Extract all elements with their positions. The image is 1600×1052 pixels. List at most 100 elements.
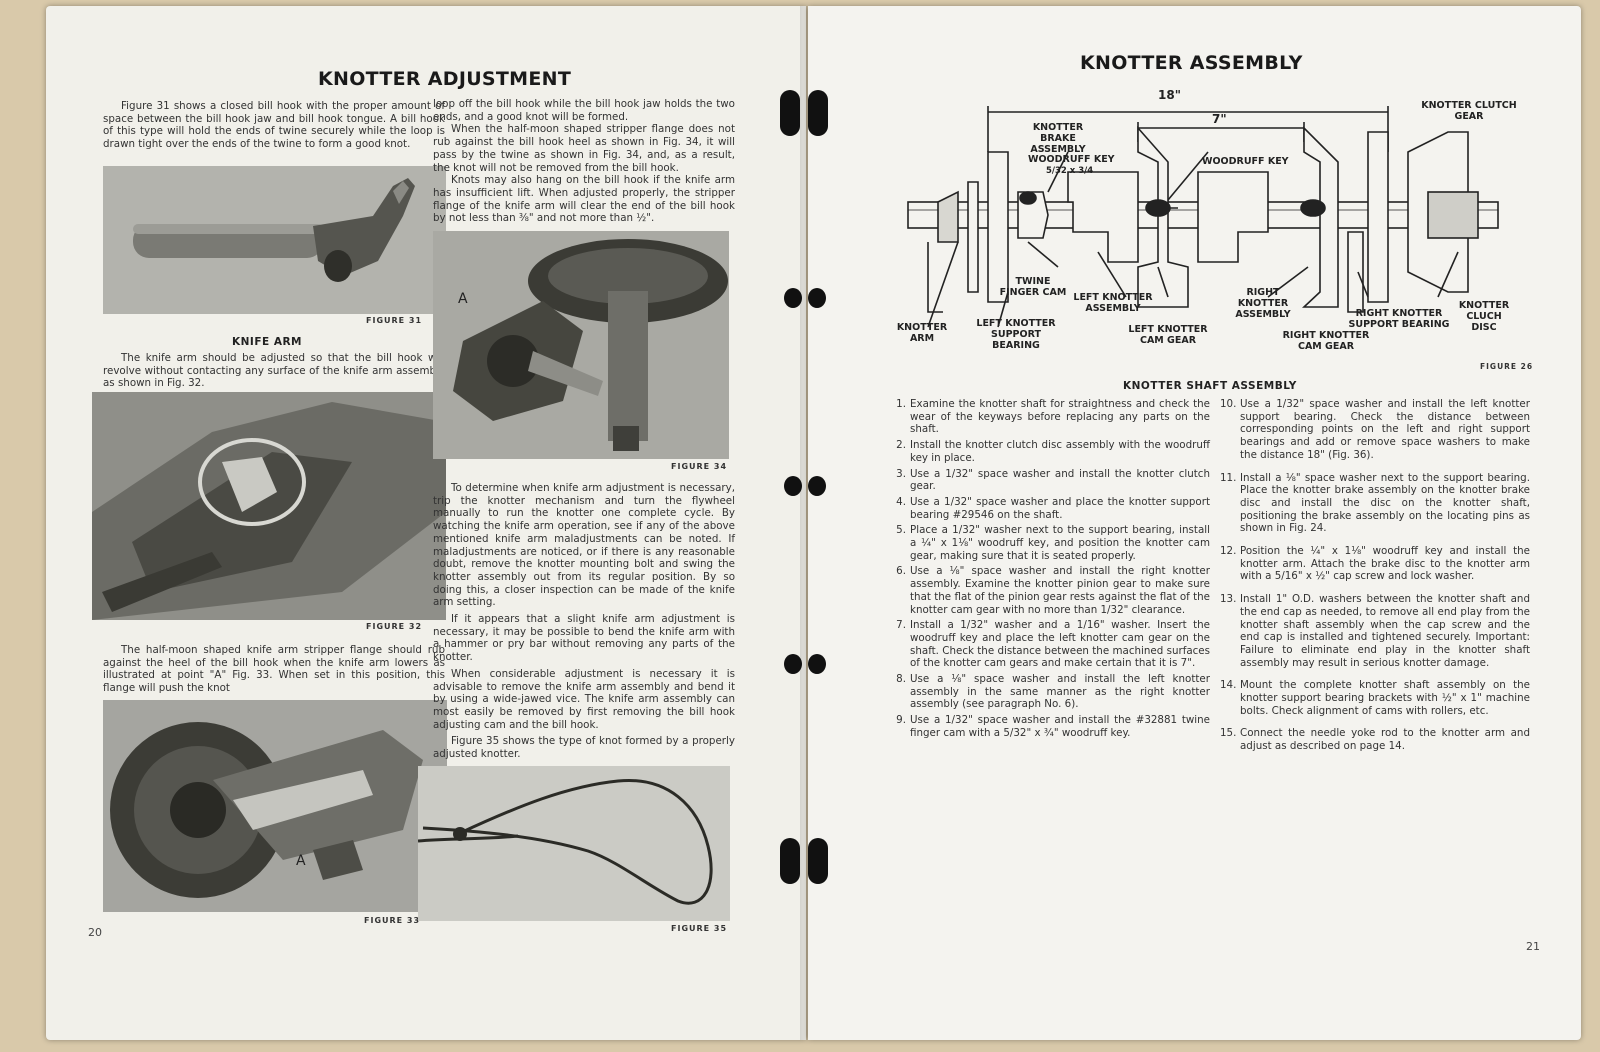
assembly-step: 10.Use a 1/32" space washer and install … [1220, 398, 1530, 462]
right-page-number: 21 [1526, 940, 1540, 953]
figure-33-point-a: A [296, 853, 306, 869]
figure-34-caption: FIGURE 34 [671, 462, 728, 471]
figure-26-caption: FIGURE 26 [1480, 362, 1534, 371]
step-number: 9. [896, 714, 906, 727]
step-number: 4. [896, 495, 906, 508]
step-text: Connect the needle yoke rod to the knott… [1240, 727, 1530, 753]
step-text: Examine the knotter shaft for straightne… [910, 398, 1210, 436]
step-text: Use a 1/32" space washer and install the… [910, 467, 1210, 493]
binder-hole [808, 476, 826, 496]
binder-hole [808, 654, 826, 674]
step-text: Use a ⅛" space washer and install the le… [910, 673, 1210, 711]
assembly-step: 5. Place a 1/32" washer next to the suppo… [890, 524, 1210, 562]
step-number: 13. [1220, 593, 1237, 606]
column-2-bottom-paragraphs: To determine when knife arm adjustment i… [433, 482, 735, 761]
step-text: Use a 1/32" space washer and install the… [1240, 398, 1530, 461]
step-text: Install a ⅛" space washer next to the su… [1240, 471, 1530, 535]
binder-hole [780, 90, 800, 136]
figure-33-caption: FIGURE 33 [364, 916, 421, 925]
step-number: 10. [1220, 398, 1237, 410]
figure-31-caption: FIGURE 31 [366, 316, 423, 325]
step-number: 14. [1220, 679, 1237, 692]
step-text: Use a 1/32" space washer and place the k… [910, 495, 1210, 521]
knife-arm-heading: KNIFE ARM [232, 336, 302, 348]
step-text: Install the knotter clutch disc assembly… [910, 439, 1210, 464]
step-number: 1. [896, 398, 906, 410]
step-number: 8. [896, 673, 906, 686]
left-page-title: KNOTTER ADJUSTMENT [318, 68, 572, 90]
step-number: 6. [896, 565, 906, 578]
assembly-step: 1. Examine the knotter shaft for straight… [890, 398, 1210, 436]
label-left-knotter-assembly: LEFT KNOTTER ASSEMBLY [1073, 292, 1153, 314]
label-right-knotter-cam-gear: RIGHT KNOTTER CAM GEAR [1282, 330, 1370, 352]
assembly-step: 6. Use a ⅛" space washer and install the … [890, 565, 1210, 616]
assembly-step: 14.Mount the complete knotter shaft asse… [1220, 679, 1530, 717]
label-left-knotter-support-bearing: LEFT KNOTTER SUPPORT BEARING [976, 318, 1056, 351]
figure-33-photo [103, 700, 447, 912]
step-number: 3. [896, 467, 906, 480]
column-2-top-paragraphs: loop off the bill hook while the bill ho… [433, 98, 735, 225]
step-text: Mount the complete knotter shaft assembl… [1240, 679, 1530, 717]
step-text: Install 1" O.D. washers between the knot… [1240, 593, 1530, 669]
assembly-step: 13.Install 1" O.D. washers between the k… [1220, 593, 1530, 669]
right-page: KNOTTER ASSEMBLY [808, 6, 1581, 1040]
booklet-spread: KNOTTER ADJUSTMENT Figure 31 shows a clo… [28, 6, 1583, 1046]
assembly-step: 2. Install the knotter clutch disc assemb… [890, 439, 1210, 464]
figure-35-caption: FIGURE 35 [671, 924, 728, 933]
figure-32-photo [92, 392, 446, 620]
step-number: 5. [896, 524, 906, 537]
figure-34-point-a: A [458, 291, 468, 307]
intro-paragraph: Figure 31 shows a closed bill hook with … [103, 100, 445, 151]
step-number: 2. [896, 439, 906, 452]
left-page: KNOTTER ADJUSTMENT Figure 31 shows a clo… [46, 6, 806, 1040]
label-right-knotter-support-bearing: RIGHT KNOTTER SUPPORT BEARING [1348, 308, 1450, 330]
binder-hole [808, 90, 828, 136]
binder-hole [784, 654, 802, 674]
left-page-number: 20 [88, 926, 102, 939]
assembly-step: 11.Install a ⅛" space washer next to the… [1220, 472, 1530, 536]
label-knotter-clutch-gear: KNOTTER CLUTCH GEAR [1421, 100, 1517, 122]
assembly-step: 3. Use a 1/32" space washer and install t… [890, 468, 1210, 493]
assembly-step: 7. Install a 1/32" washer and a 1/16" was… [890, 619, 1210, 670]
assembly-step: 15.Connect the needle yoke rod to the kn… [1220, 727, 1530, 752]
label-woodruff-size: 5/32 x 3/4 [1046, 166, 1094, 176]
binder-hole [808, 838, 828, 884]
label-left-knotter-cam-gear: LEFT KNOTTER CAM GEAR [1128, 324, 1208, 346]
right-page-title: KNOTTER ASSEMBLY [1080, 52, 1303, 74]
steps-column-2: 10.Use a 1/32" space washer and install … [1220, 398, 1530, 763]
figure-32-caption: FIGURE 32 [366, 622, 423, 631]
steps-column-1: 1. Examine the knotter shaft for straight… [890, 398, 1210, 743]
step-number: 15. [1220, 727, 1237, 740]
figure-31-photo [103, 166, 446, 314]
label-twine-finger-cam: TWINE FINGER CAM [999, 276, 1067, 298]
label-knotter-arm: KNOTTER ARM [896, 322, 948, 344]
step-number: 7. [896, 619, 906, 632]
shaft-assembly-heading: KNOTTER SHAFT ASSEMBLY [1123, 380, 1297, 392]
label-woodruff-key-left: WOODRUFF KEY [1028, 154, 1115, 165]
assembly-step: 8. Use a ⅛" space washer and install the … [890, 673, 1210, 711]
knotter-assembly-diagram: 18" 7" KNOTTER CLUTCH GEAR KNOTTER BRAKE… [868, 88, 1548, 362]
knife-arm-paragraph: The knife arm should be adjusted so that… [103, 352, 445, 390]
step-text: Use a 1/32" space washer and install the… [910, 714, 1210, 739]
binder-hole [780, 838, 800, 884]
binder-hole [808, 288, 826, 308]
figure-35-photo [418, 766, 730, 921]
figure-34-photo [433, 231, 729, 459]
step-text: Install a 1/32" washer and a 1/16" washe… [910, 619, 1210, 670]
binder-hole [784, 476, 802, 496]
label-knotter-brake-assembly: KNOTTER BRAKE ASSEMBLY [1030, 122, 1086, 155]
step-text: Place a 1/32" washer next to the support… [910, 524, 1210, 562]
step-text: Use a ⅛" space washer and install the ri… [910, 565, 1210, 616]
step-text: Position the ¼" x 1⅛" woodruff key and i… [1240, 545, 1530, 583]
dimension-18-label: 18" [1158, 88, 1181, 102]
shaft-drawing [907, 106, 1499, 328]
binder-hole [784, 288, 802, 308]
step-number: 12. [1220, 545, 1237, 558]
label-woodruff-key-right: WOODRUFF KEY [1202, 156, 1289, 167]
assembly-step: 12.Position the ¼" x 1⅛" woodruff key an… [1220, 545, 1530, 583]
stripper-paragraph: The half-moon shaped knife arm stripper … [103, 644, 445, 695]
assembly-step: 4. Use a 1/32" space washer and place the… [890, 496, 1210, 521]
step-number: 11. [1220, 471, 1237, 484]
dimension-7-label: 7" [1212, 112, 1227, 126]
label-knotter-clutch-disc: KNOTTER CLUCH DISC [1458, 300, 1510, 333]
